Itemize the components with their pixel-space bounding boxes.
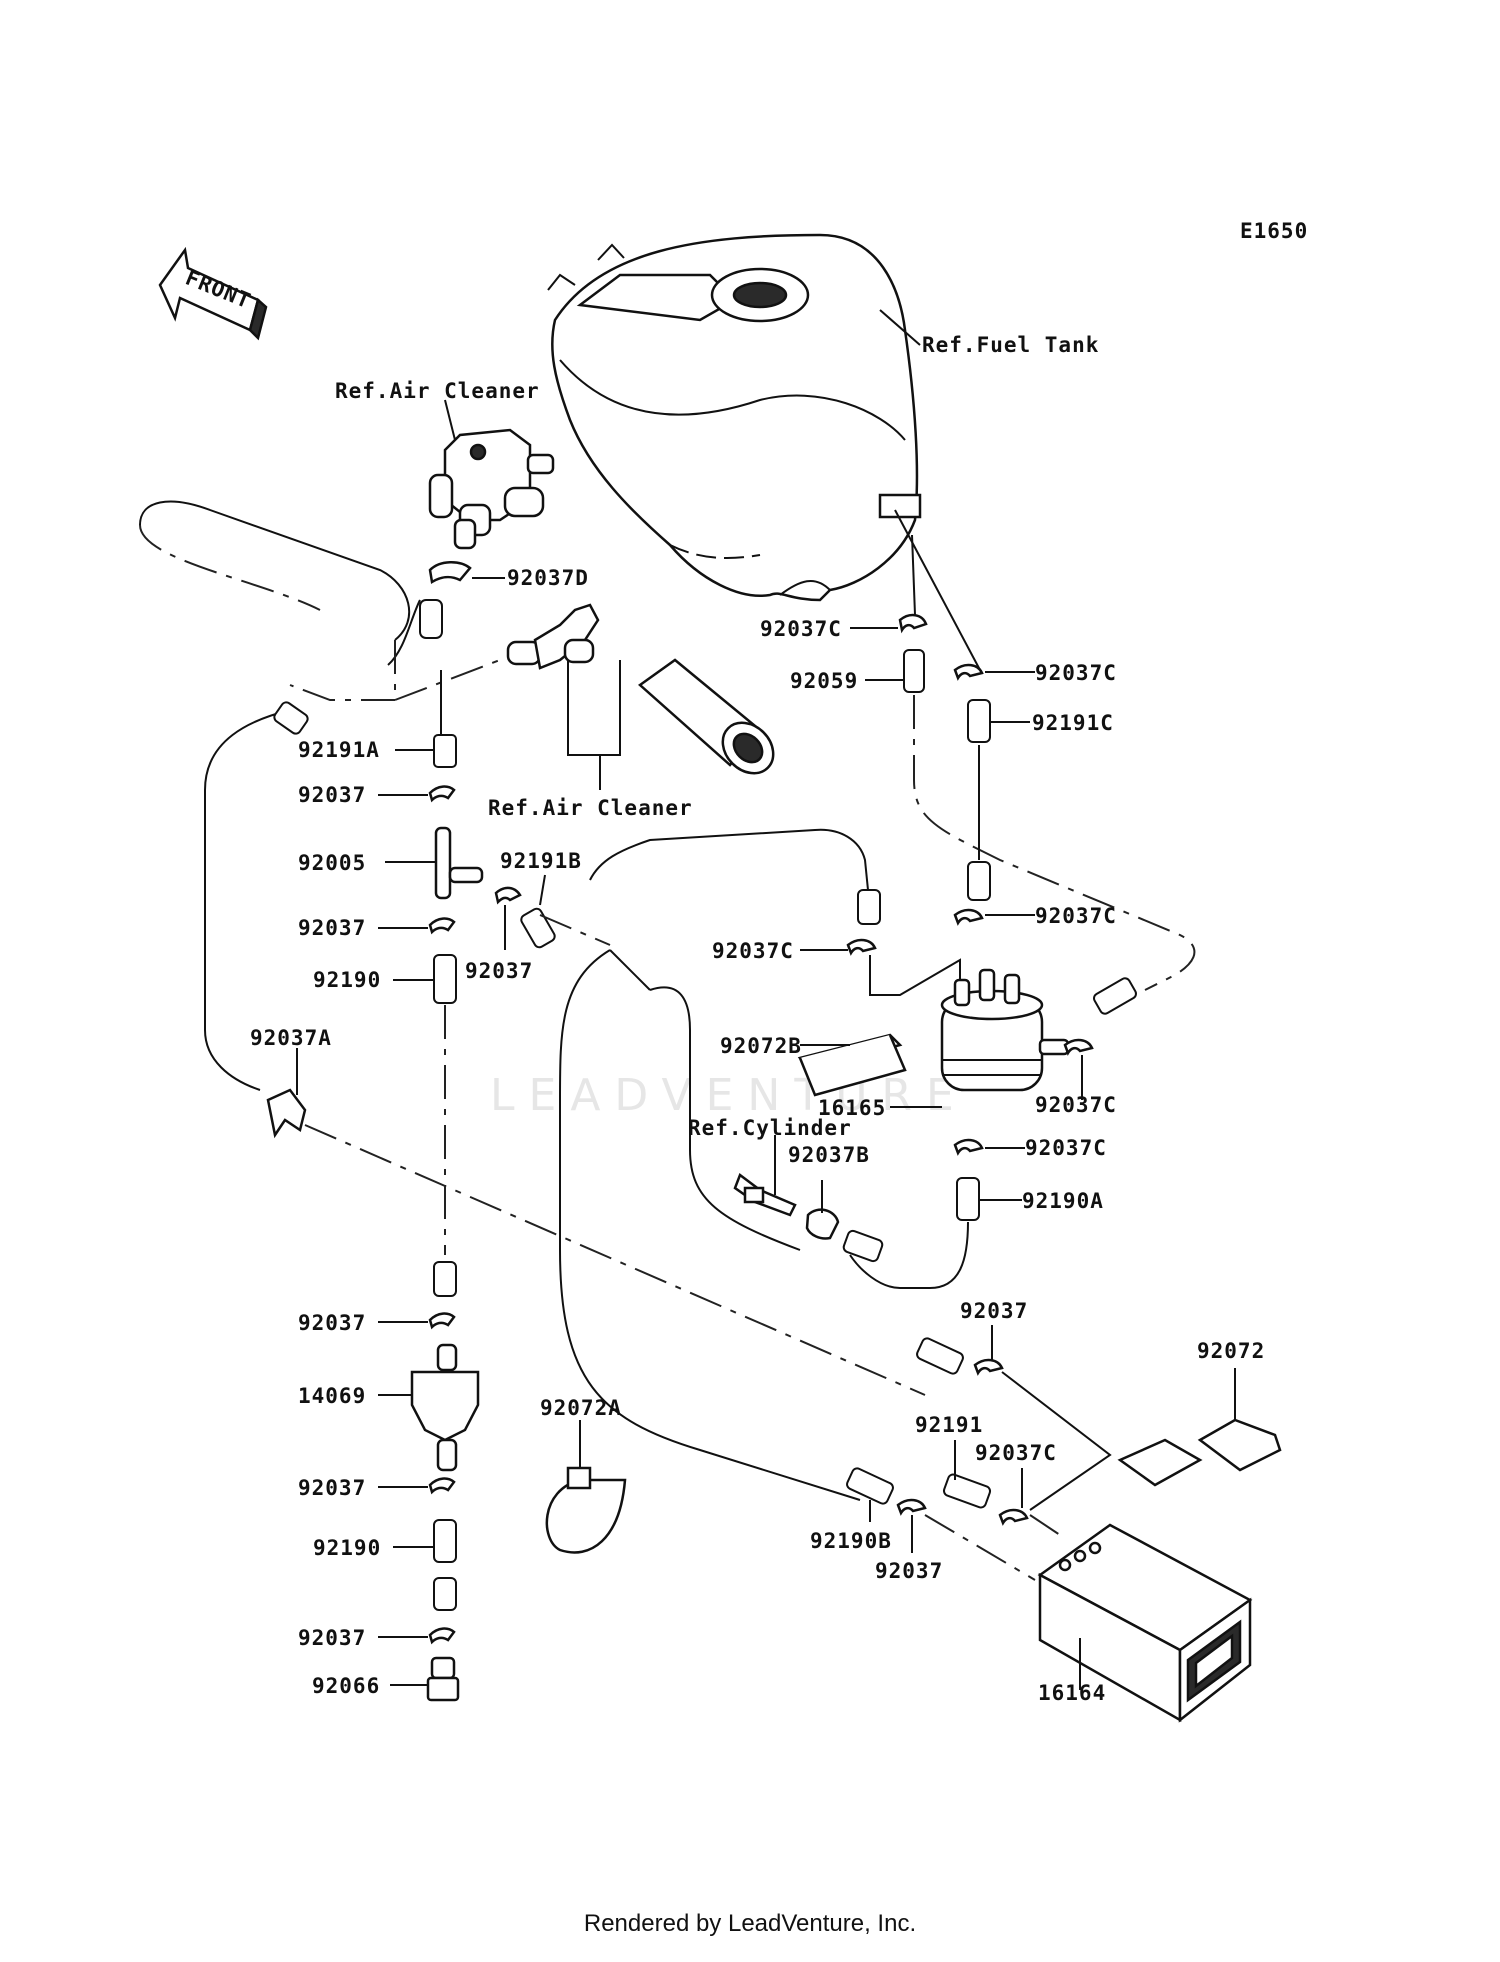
cylinder-fitting-icon [733,1173,797,1217]
label-92190-b: 92190 [313,1536,381,1560]
hose-92191A [433,734,457,768]
label-cylinder: Ref.Cylinder [688,1116,852,1140]
hose-short-d [967,861,991,901]
label-92037A: 92037A [250,1026,332,1050]
fuel-filter-14069-icon [410,1343,480,1472]
label-92037C-c: 92037C [712,939,794,963]
label-92059: 92059 [790,669,858,693]
hose-92190A [956,1177,980,1221]
label-air-cleaner-mid: Ref.Air Cleaner [488,796,693,820]
hose-short-a [419,599,443,639]
label-air-cleaner-top: Ref.Air Cleaner [335,379,540,403]
label-fuel-tank: Ref.Fuel Tank [922,333,1099,357]
t-joint-92005-icon [434,826,484,900]
hose-short-b [273,701,309,735]
clamp-92037B-icon [805,1208,840,1240]
fuel-tank-icon [547,233,922,602]
label-92037C-f: 92037C [1025,1136,1107,1160]
hose-short-h [433,1261,457,1297]
hose-92190-a [433,954,457,1004]
label-16164: 16164 [1038,1681,1106,1705]
hose-short-i [433,1577,457,1611]
fitting-92066-icon [426,1656,460,1702]
label-92191C: 92191C [1032,711,1114,735]
hose-short-g [916,1337,964,1375]
label-92037C-g: 92037C [975,1441,1057,1465]
label-16165: 16165 [818,1096,886,1120]
label-92037-b: 92037 [465,959,533,983]
diagram-code: E1650 [1240,219,1308,243]
label-92191A: 92191A [298,738,380,762]
clamp-92037D-icon [428,561,472,585]
label-92037D: 92037D [507,566,589,590]
label-92072B: 92072B [720,1034,802,1058]
label-92072: 92072 [1197,1339,1265,1363]
label-92191B: 92191B [500,849,582,873]
label-92037-d: 92037 [960,1299,1028,1323]
strap-92072B-icon [797,1033,907,1097]
strap-92072-icon [1117,1418,1282,1487]
footer-credit: Rendered by LeadVenture, Inc. [583,1910,917,1937]
hose-short-e [857,889,881,925]
label-92005: 92005 [298,851,366,875]
label-92037C-a: 92037C [760,617,842,641]
label-92037-g: 92037 [298,1626,366,1650]
label-92037-e: 92037 [298,1311,366,1335]
hose-92190-b [433,1519,457,1563]
hose-short-f [842,1229,884,1263]
watermark: LEADVENTURE [490,1070,968,1121]
label-92037-c: 92037 [298,916,366,940]
hose-92191B [520,907,556,949]
label-92190-a: 92190 [313,968,381,992]
label-92037-f: 92037 [298,1476,366,1500]
label-92072A: 92072A [540,1396,622,1420]
label-92066: 92066 [312,1674,380,1698]
hose-92059 [903,649,925,693]
label-92037B: 92037B [788,1143,870,1167]
label-92190B: 92190B [810,1529,892,1553]
label-92037-h: 92037 [875,1559,943,1583]
air-cleaner-mid-icon [506,603,775,775]
label-92037C-d: 92037C [1035,904,1117,928]
label-92037C-b: 92037C [1035,661,1117,685]
label-92037-a: 92037 [298,783,366,807]
label-92037C-e: 92037C [1035,1093,1117,1117]
canister-16164-icon [1037,1523,1253,1723]
clip-92037A-icon [266,1088,307,1139]
hose-92191C [967,699,991,743]
air-cleaner-top-icon [428,428,555,550]
label-92191: 92191 [915,1413,983,1437]
label-14069: 14069 [298,1384,366,1408]
hose-92190B [846,1467,894,1505]
front-arrow-icon: FRONT [158,246,268,341]
label-92190A: 92190A [1022,1189,1104,1213]
hose-short-c [1093,977,1137,1015]
fuel-pump-16165-icon [940,968,1070,1092]
hose-92191 [942,1473,992,1509]
strap-92072A-icon [545,1466,627,1554]
